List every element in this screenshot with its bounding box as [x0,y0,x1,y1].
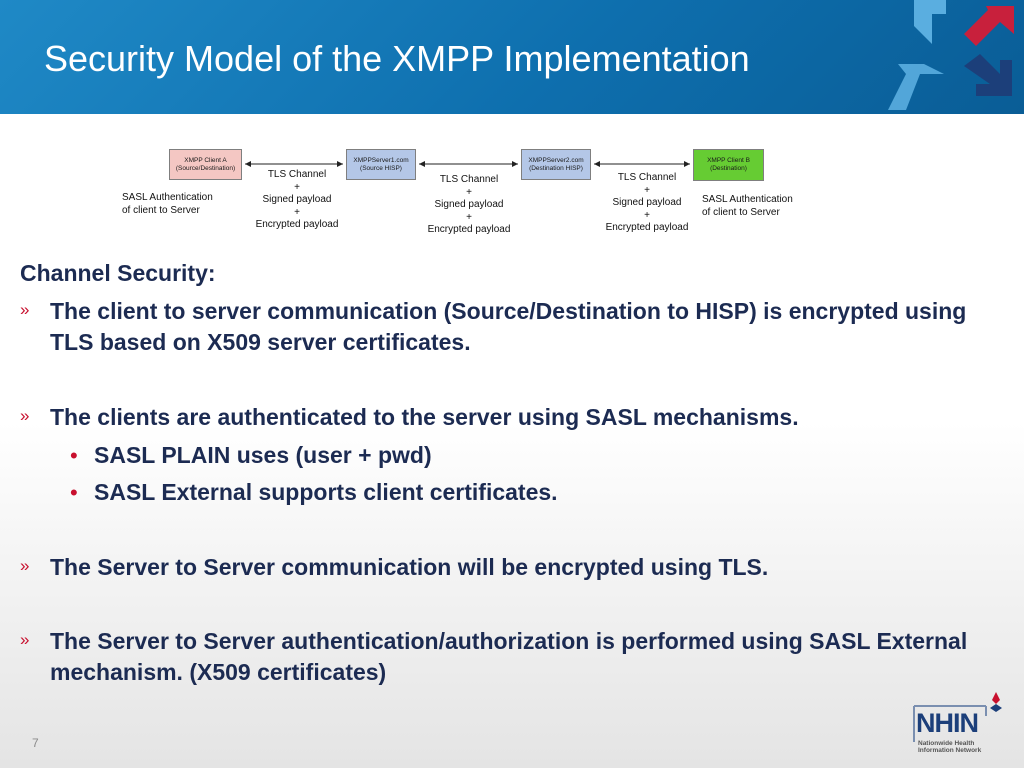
xmpp-diagram: XMPP Client A(Source/Destination) XMPPSe… [0,114,1024,254]
channel-label-1: TLS Channel+Signed payload+Encrypted pay… [255,169,339,230]
node-server-1: XMPPServer1.com(Source HISP) [346,149,416,180]
sub-bullet-text: SASL External supports client certificat… [94,479,558,505]
arrows-logo-icon [888,0,1014,110]
section-heading: Channel Security: [20,260,216,286]
channel-label-2: TLS Channel+Signed payload+Encrypted pay… [427,174,511,235]
sub-bullet-marker: • [70,480,78,505]
title-bar: Security Model of the XMPP Implementatio… [0,0,1024,114]
bullet-text: The Server to Server communication will … [50,554,769,580]
bullet-text: The clients are authenticated to the ser… [50,404,799,430]
bullet-marker: » [20,406,30,425]
sub-bullet-marker: • [70,443,78,468]
bullet-text: The client to server communication (Sour… [50,298,967,355]
sub-bullet-text: SASL PLAIN uses (user + pwd) [94,442,432,468]
nhin-logo: NHIN Nationwide Health Information Netwo… [912,690,1012,760]
diagram-arrows [245,161,690,167]
bullet-marker: » [20,300,30,319]
bullet-marker: » [20,556,30,575]
nhin-tagline: Nationwide Health Information Network [918,740,982,754]
slide-title: Security Model of the XMPP Implementatio… [44,38,750,79]
node-server-2: XMPPServer2.com(Destination HISP) [521,149,591,180]
nhin-frame-icon [913,692,1002,742]
node-client-a: XMPP Client A(Source/Destination) [169,149,242,180]
node-client-b: XMPP Client B(Destination) [693,149,764,181]
nhin-wordmark: NHIN [916,708,979,738]
channel-label-3: TLS Channel+Signed payload+Encrypted pay… [605,172,689,233]
page-number: 7 [32,736,39,750]
bullet-text: The Server to Server authentication/auth… [50,628,968,685]
bullet-marker: » [20,630,30,649]
